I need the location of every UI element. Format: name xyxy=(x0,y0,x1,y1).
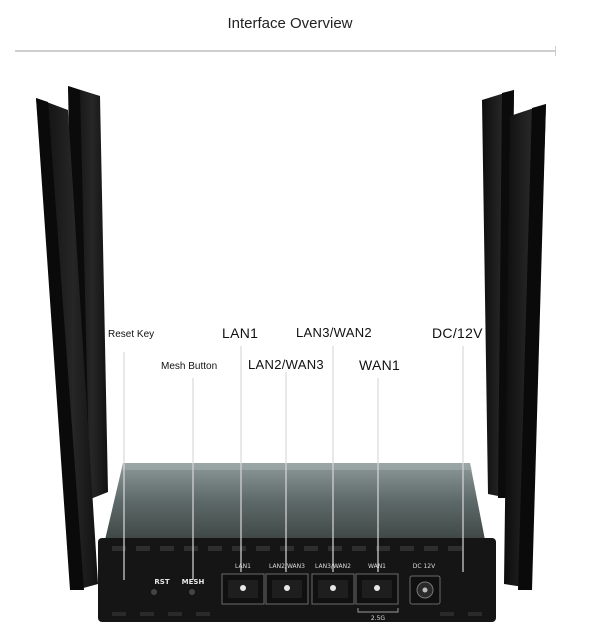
port-lan1 xyxy=(221,573,265,605)
bottom-vents xyxy=(112,612,482,616)
panel-label-lan1: LAN1 xyxy=(235,563,251,570)
title-divider-cap xyxy=(555,46,556,56)
mesh-hole xyxy=(189,589,195,595)
page-title: Interface Overview xyxy=(227,15,353,32)
callout-lan3-wan2: LAN3/WAN2 xyxy=(296,325,372,340)
port-lan2-wan3 xyxy=(265,573,309,605)
title-divider xyxy=(15,50,555,52)
panel-label-mesh: MESH xyxy=(182,578,205,586)
panel-label-rst: RST xyxy=(154,578,169,586)
antenna-left-front xyxy=(36,98,98,590)
callout-dc-12v: DC/12V xyxy=(432,325,483,341)
speed-bracket xyxy=(357,608,399,613)
panel-label-lan2-wan3: LAN2/WAN3 xyxy=(269,563,305,570)
callout-lan1: LAN1 xyxy=(222,325,259,341)
panel-label-dc: DC 12V xyxy=(413,563,436,570)
callout-lan2-wan3: LAN2/WAN3 xyxy=(248,357,324,372)
antenna-right-front xyxy=(504,104,546,590)
callout-wan1: WAN1 xyxy=(359,357,401,373)
port-lan3-wan2 xyxy=(311,573,355,605)
panel-label-wan1: WAN1 xyxy=(368,563,386,570)
leader-lines xyxy=(123,346,464,580)
vent-strip xyxy=(112,546,462,551)
reset-hole xyxy=(151,589,157,595)
dc-jack xyxy=(409,575,441,605)
callout-mesh-button: Mesh Button xyxy=(161,361,218,372)
panel-label-speed: 2.5G xyxy=(371,615,386,622)
callout-reset-key: Reset Key xyxy=(108,329,155,340)
port-wan1 xyxy=(355,573,399,605)
router-top-glass xyxy=(105,463,485,540)
